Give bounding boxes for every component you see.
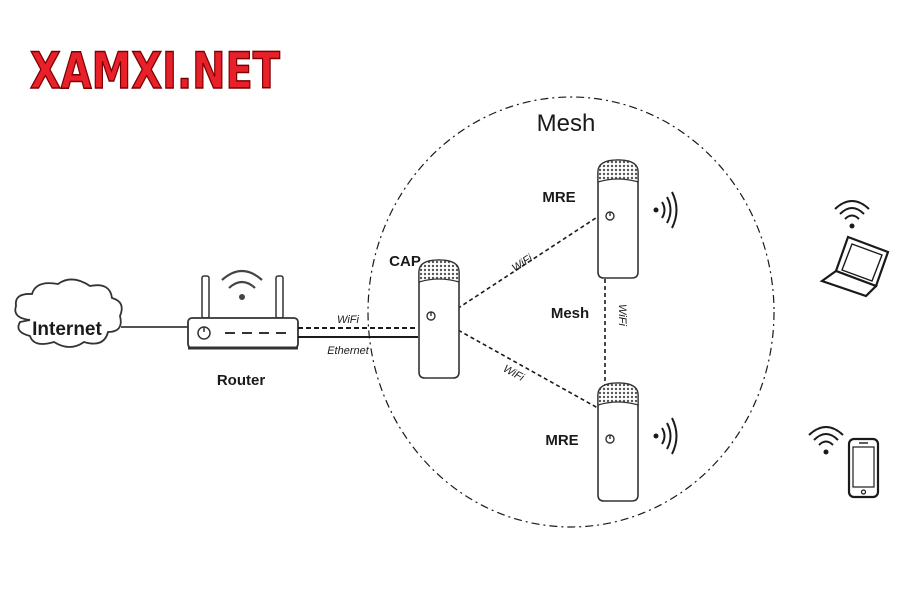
cap-mre-top-link bbox=[439, 211, 606, 321]
mre-bottom-label: MRE bbox=[545, 432, 578, 449]
cloud-icon bbox=[14, 278, 123, 348]
cap-mre-top-wifi-label: WiFi bbox=[510, 252, 535, 274]
mesh-boundary bbox=[367, 96, 775, 528]
cap-node-icon bbox=[418, 259, 460, 379]
internet-label: Internet bbox=[32, 319, 102, 340]
mre-bottom-wifi-signal-icon bbox=[653, 417, 678, 455]
router-label: Router bbox=[217, 372, 265, 389]
laptop-wifi-icon bbox=[834, 200, 870, 229]
mesh-title: Mesh bbox=[537, 110, 596, 137]
router-wifi-label: WiFi bbox=[337, 314, 359, 326]
cap-mre-bottom-link bbox=[439, 319, 606, 413]
logo-text: XAMXI.NET bbox=[30, 42, 280, 100]
smartphone-icon bbox=[847, 437, 880, 499]
mre-mre-wifi-label: WiFi bbox=[616, 304, 628, 326]
mre-top-label: MRE bbox=[542, 189, 575, 206]
mre-top-node-icon bbox=[597, 159, 639, 279]
router-wifi-icon bbox=[221, 269, 263, 300]
phone-wifi-icon bbox=[808, 426, 844, 455]
router-icon bbox=[187, 275, 299, 350]
mre-top-wifi-signal-icon bbox=[653, 191, 678, 229]
mre-bottom-node-icon bbox=[597, 382, 639, 502]
router-ethernet-label: Ethernet bbox=[327, 345, 370, 357]
mesh-center-label: Mesh bbox=[551, 305, 589, 322]
site-logo[interactable]: XAMXI.NET bbox=[29, 41, 281, 101]
cap-label: CAP bbox=[389, 253, 421, 270]
laptop-icon bbox=[819, 235, 890, 298]
